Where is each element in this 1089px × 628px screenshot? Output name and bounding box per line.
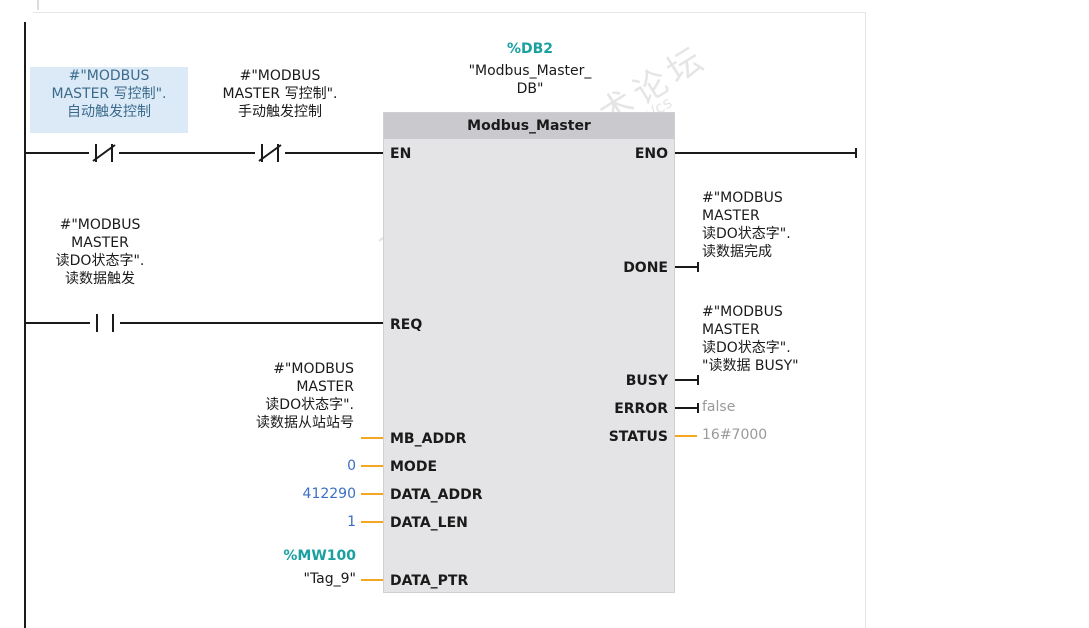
error-value[interactable]: false — [702, 399, 736, 415]
pin-en: EN — [390, 146, 412, 162]
operand-line: #"MODBUS — [59, 217, 141, 233]
pin-mb-addr: MB_ADDR — [390, 431, 467, 447]
connector-data-len — [361, 521, 383, 523]
wire-busy — [675, 379, 697, 381]
connector-data-ptr — [361, 579, 383, 581]
operand-line: 读数据完成 — [702, 244, 772, 260]
wire-eno-end — [855, 148, 857, 158]
wire-en-1 — [24, 152, 89, 154]
block-title[interactable]: Modbus_Master — [384, 113, 674, 139]
operand-line: #"MODBUS — [702, 190, 783, 206]
status-value[interactable]: 16#7000 — [702, 427, 768, 443]
wire-error — [675, 407, 697, 409]
operand-line: 自动触发控制 — [67, 104, 151, 120]
connector-status — [675, 435, 697, 437]
pin-status: STATUS — [608, 429, 668, 445]
normally-open-contact-icon — [96, 314, 114, 332]
wire-req-1 — [24, 322, 90, 324]
modbus-master-block[interactable]: Modbus_Master — [383, 112, 675, 593]
wire-busy-end — [697, 375, 699, 385]
operand-line: MASTER — [296, 379, 354, 395]
power-rail-left — [24, 22, 26, 628]
data-ptr-tag[interactable]: "Tag_9" — [303, 571, 357, 587]
data-len-value[interactable]: 1 — [347, 514, 356, 530]
pin-data-ptr: DATA_PTR — [390, 573, 469, 589]
normally-closed-contact-icon — [92, 144, 116, 162]
pin-data-len: DATA_LEN — [390, 515, 468, 531]
wire-en-3 — [285, 152, 383, 154]
operand-line: "读数据 BUSY" — [702, 358, 799, 374]
wire-en-2 — [119, 152, 255, 154]
instance-db-name[interactable]: "Modbus_Master_ DB" — [468, 63, 592, 97]
operand-line: 读DO状态字". — [702, 340, 791, 356]
wire-req-2 — [120, 322, 383, 324]
operand-line: 手动触发控制 — [238, 104, 322, 120]
done-operand[interactable]: #"MODBUS MASTER 读DO状态字". 读数据完成 — [702, 189, 791, 261]
operand-line: MASTER 写控制". — [51, 86, 167, 102]
operand-line: #"MODBUS — [68, 68, 150, 84]
contact-nc-auto-trigger[interactable] — [89, 142, 119, 164]
pin-req: REQ — [390, 317, 423, 333]
wire-eno — [675, 152, 857, 154]
contact3-operand[interactable]: #"MODBUS MASTER 读DO状态字". 读数据触发 — [40, 216, 160, 288]
mb-addr-operand[interactable]: #"MODBUS MASTER 读DO状态字". 读数据从站站号 — [200, 360, 354, 432]
contact-no-read-trigger[interactable] — [90, 312, 120, 334]
contact2-operand[interactable]: #"MODBUS MASTER 写控制". 手动触发控制 — [196, 67, 364, 121]
pin-data-addr: DATA_ADDR — [390, 487, 483, 503]
data-ptr-address[interactable]: %MW100 — [283, 548, 356, 564]
pin-done: DONE — [623, 260, 668, 276]
operand-line: 读DO状态字". — [702, 226, 791, 242]
wire-done — [675, 266, 697, 268]
wire-error-end — [697, 403, 699, 413]
contact-nc-manual-trigger[interactable] — [255, 142, 285, 164]
operand-line: #"MODBUS — [273, 361, 354, 377]
instance-db-address[interactable]: %DB2 — [506, 41, 554, 57]
operand-line: 读数据触发 — [65, 271, 135, 287]
normally-closed-contact-icon — [258, 144, 282, 162]
pin-error: ERROR — [614, 401, 668, 417]
pin-mode: MODE — [390, 459, 438, 475]
busy-operand[interactable]: #"MODBUS MASTER 读DO状态字". "读数据 BUSY" — [702, 303, 799, 375]
data-addr-value[interactable]: 412290 — [302, 486, 356, 502]
operand-line: 读数据从站站号 — [256, 415, 354, 431]
top-divider — [37, 0, 39, 10]
wire-done-end — [697, 262, 699, 272]
pin-eno: ENO — [634, 146, 668, 162]
mode-value[interactable]: 0 — [347, 458, 356, 474]
operand-line: #"MODBUS — [702, 304, 783, 320]
operand-line: MASTER — [702, 322, 760, 338]
operand-line: 读DO状态字". — [55, 253, 145, 269]
connector-data-addr — [361, 493, 383, 495]
contact1-operand[interactable]: #"MODBUS MASTER 写控制". 自动触发控制 — [30, 67, 188, 133]
operand-line: #"MODBUS — [239, 68, 321, 84]
operand-line: MASTER 写控制". — [222, 86, 338, 102]
connector-mb-addr — [361, 437, 383, 439]
operand-line: MASTER — [71, 235, 129, 251]
pin-busy: BUSY — [625, 373, 668, 389]
operand-line: MASTER — [702, 208, 760, 224]
connector-mode — [361, 465, 383, 467]
operand-line: 读DO状态字". — [265, 397, 354, 413]
network-panel — [33, 12, 866, 628]
